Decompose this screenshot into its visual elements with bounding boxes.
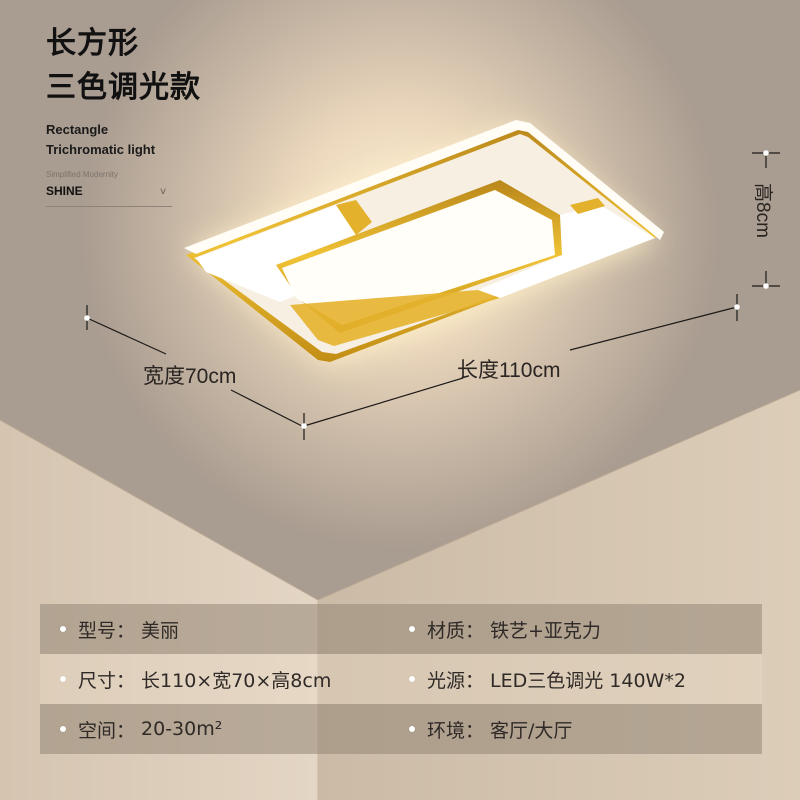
spec-key: 光源： (427, 669, 485, 692)
spec-key: 型号： (78, 619, 136, 642)
bullet-icon (409, 726, 415, 732)
title-en-line1: Rectangle (46, 122, 109, 137)
spec-value: 长110×宽70×高8cm (141, 669, 332, 692)
bullet-icon (409, 626, 415, 632)
title-block: 长方形 三色调光款 Rectangle Trichromatic light S… (46, 22, 201, 207)
dimension-endpoints (84, 150, 769, 429)
title-feature: 三色调光款 (46, 70, 201, 105)
bullet-icon (60, 626, 66, 632)
bullet-icon (60, 726, 66, 732)
chevron-down-icon: v (160, 185, 166, 197)
spec-row: 尺寸： 长110×宽70×高8cm 光源： LED三色调光 140W*2 (40, 654, 762, 704)
height-dimension-label: 高8cm (752, 183, 773, 238)
spec-key: 环境： (427, 719, 485, 742)
style-caption: Simplified Modernity (46, 170, 119, 179)
ceiling-lamp (184, 120, 664, 362)
spec-value: 铁艺+亚克力 (490, 619, 601, 642)
spec-value: 20-30m² (141, 718, 223, 740)
width-dimension-label: 宽度70cm (143, 365, 237, 388)
title-en-line2: Trichromatic light (46, 142, 156, 157)
bullet-icon (409, 676, 415, 682)
spec-value: 美丽 (141, 619, 180, 642)
spec-cell-size: 尺寸： 长110×宽70×高8cm (40, 654, 401, 704)
spec-cell-material: 材质： 铁艺+亚克力 (401, 604, 762, 654)
spec-value: LED三色调光 140W*2 (490, 669, 686, 692)
spec-value: 客厅/大厅 (490, 719, 573, 742)
spec-cell-environment: 环境： 客厅/大厅 (401, 704, 762, 754)
bullet-icon (60, 676, 66, 682)
spec-row: 型号： 美丽 材质： 铁艺+亚克力 (40, 604, 762, 654)
title-shape: 长方形 (46, 26, 139, 61)
brand-name: SHINE (46, 184, 83, 198)
spec-cell-light-source: 光源： LED三色调光 140W*2 (401, 654, 762, 704)
brand-row: SHINE v (46, 184, 172, 207)
spec-table: 型号： 美丽 材质： 铁艺+亚克力 尺寸： 长110×宽70×高8cm 光源： … (40, 604, 762, 754)
length-dimension-label: 长度110cm (457, 359, 561, 382)
spec-key: 尺寸： (78, 669, 136, 692)
spec-key: 空间： (78, 719, 136, 742)
spec-row: 空间： 20-30m² 环境： 客厅/大厅 (40, 704, 762, 754)
spec-cell-model: 型号： 美丽 (40, 604, 401, 654)
spec-key: 材质： (427, 619, 485, 642)
spec-cell-space: 空间： 20-30m² (40, 704, 401, 754)
